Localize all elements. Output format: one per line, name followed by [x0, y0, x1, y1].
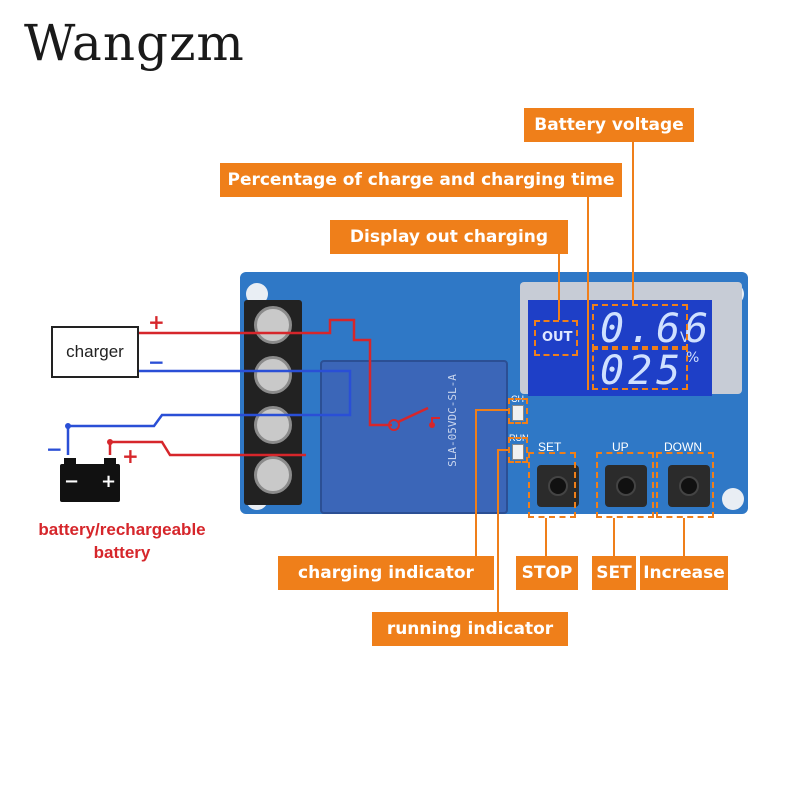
- lcd-percent-unit: %: [686, 350, 700, 366]
- callout-increase: Increase: [640, 556, 728, 590]
- mount-hole: [246, 283, 268, 305]
- terminal-screw: [254, 356, 292, 394]
- terminal-screw: [254, 406, 292, 444]
- button-cap: [616, 476, 636, 496]
- lcd-percent-readout: 025: [600, 348, 685, 394]
- percent-highlight: [592, 346, 688, 390]
- charger-plus-sign: +: [148, 310, 165, 334]
- battery-icon-plus: +: [101, 471, 117, 492]
- battery-icon: [60, 423, 120, 502]
- terminal-screw: [254, 456, 292, 494]
- up-button-highlight: [596, 452, 654, 518]
- set-button[interactable]: [537, 465, 579, 507]
- battery-label-line1: battery/rechargeable: [38, 520, 206, 539]
- brand-watermark: Wangzm: [24, 14, 245, 72]
- battery-label: battery/rechargeable battery: [12, 518, 232, 564]
- battery-plus-sign: +: [122, 444, 139, 468]
- silk-up: UP: [612, 440, 629, 454]
- charging-led-highlight: [508, 398, 528, 424]
- out-highlight: [534, 320, 578, 356]
- wire-charger-positive: [139, 318, 392, 427]
- wire-battery-positive: [108, 440, 306, 457]
- battery-label-line2: battery: [93, 543, 151, 562]
- voltage-highlight: [592, 304, 688, 350]
- button-cap: [548, 476, 568, 496]
- running-led: [512, 444, 524, 460]
- callout-percentage-time: Percentage of charge and charging time: [220, 163, 622, 197]
- callout-display-out: Display out charging: [330, 220, 568, 254]
- charger-minus-sign: −: [148, 350, 165, 374]
- up-button[interactable]: [605, 465, 647, 507]
- lcd-out-indicator: OUT: [542, 330, 573, 345]
- callout-stop: STOP: [516, 556, 578, 590]
- down-button-highlight: [656, 452, 714, 518]
- battery-icon-minus: −: [64, 471, 80, 492]
- lcd-voltage-unit: V: [680, 330, 690, 346]
- down-button[interactable]: [668, 465, 710, 507]
- charging-led: [512, 405, 524, 421]
- set-button-highlight: [528, 452, 576, 518]
- battery-minus-sign: −: [46, 437, 63, 461]
- mount-hole: [722, 488, 744, 510]
- callout-battery-voltage: Battery voltage: [524, 108, 694, 142]
- callout-charging-indicator: charging indicator: [278, 556, 494, 590]
- running-led-highlight: [508, 437, 528, 463]
- button-cap: [679, 476, 699, 496]
- silk-set: SET: [538, 440, 562, 454]
- silk-down: DOWN: [664, 440, 702, 454]
- callout-running-indicator: running indicator: [372, 612, 568, 646]
- lcd-voltage-readout: 0.66: [600, 306, 713, 352]
- terminal-screw: [254, 306, 292, 344]
- charger-box: charger: [51, 326, 139, 378]
- callout-set: SET: [592, 556, 636, 590]
